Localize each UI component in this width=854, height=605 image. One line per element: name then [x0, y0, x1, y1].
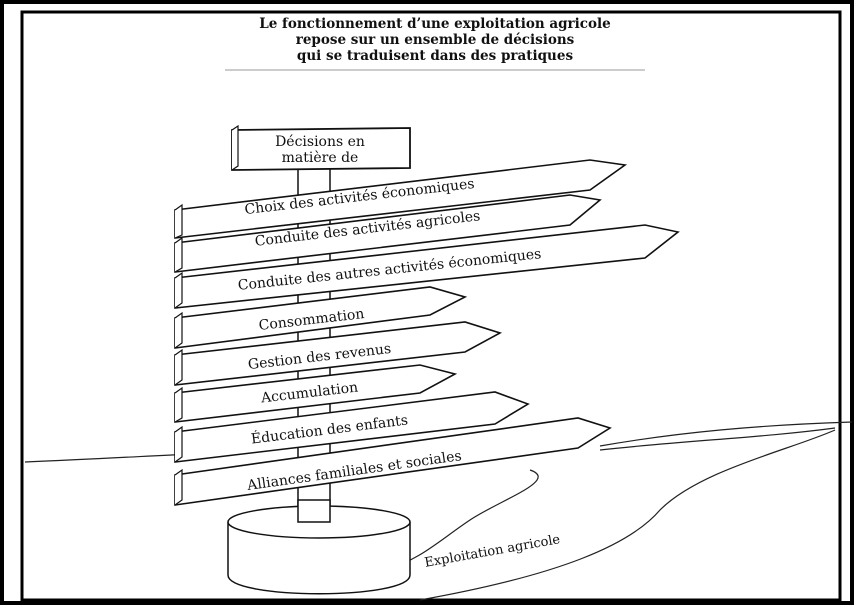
river-bank-upper [384, 469, 539, 571]
horizon-line-right [599, 421, 853, 447]
header-sign: Décisions en matière de [231, 124, 411, 171]
title-line: qui se traduisent dans des pratiques [296, 48, 574, 64]
inner-border [20, 10, 842, 602]
river-bank-far [599, 427, 836, 451]
diagram-title: Le fonctionnement d’une exploitation agr… [200, 16, 670, 64]
title-line: Le fonctionnement d’une exploitation agr… [259, 16, 611, 32]
direction-signs: Choix des activités économiques Conduite… [174, 159, 680, 506]
signpost-base [227, 499, 411, 595]
title-line: repose sur un ensemble de décisions [295, 32, 575, 48]
sign-arrow: Accumulation [174, 364, 458, 423]
river-bank-lower [419, 429, 836, 601]
header-sign-line-1: Décisions en [275, 134, 365, 150]
header-sign-line-2: matière de [282, 150, 359, 166]
